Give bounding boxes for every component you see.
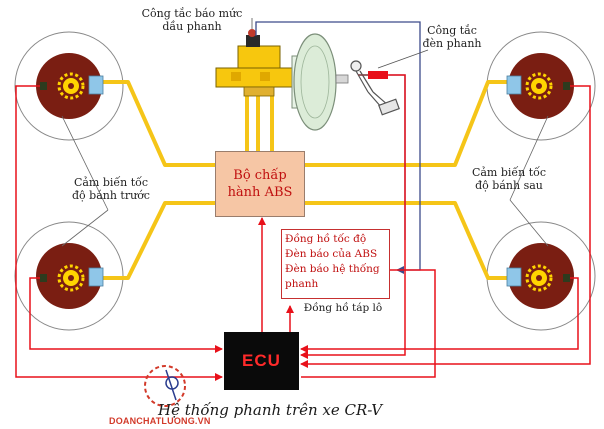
abs-actuator: Bộ chấp hành ABS [215,151,305,217]
front-sensor-line-1: Cảm biến tốc [73,176,149,189]
sensor-wires [15,74,591,381]
front-sensor-label: Cảm biến tốc độ bánh trước [70,176,152,202]
rear-sensor-line-1: Cảm biến tốc [471,166,547,179]
rear-sensor-line-2: độ bánh sau [475,179,543,192]
sensor-front-left [40,72,104,100]
sensor-front-right [40,264,104,292]
ecu-label: ECU [242,351,281,370]
master-cylinder [215,29,295,97]
hydraulic-lines [100,80,512,280]
watermark-logo [144,365,186,407]
brake-light-switch-line-1: Công tắc [427,24,477,37]
brake-light-switch [358,71,388,79]
abs-actuator-line-2: hành ABS [227,185,293,200]
brake-light-switch-label: Công tắc đèn phanh [420,24,484,50]
brake-light-switch-line-2: đèn phanh [422,37,482,50]
dashboard-item-brake-warning-cont: phanh [285,278,319,290]
sensor-leader-lines [61,115,549,247]
watermark-text: DOANCHATLUONG.VN [109,416,211,426]
reservoir-switch-label: Công tắc báo mức dầu phanh [138,7,246,33]
sensor-rear-right [506,72,570,100]
dashboard-item-abs-warning: Đèn báo của ABS [285,248,378,260]
brake-pedal [350,60,400,116]
ecu-box: ECU [224,332,299,390]
abs-actuator-line-1: Bộ chấp [233,168,287,183]
reservoir-switch-line-1: Công tắc báo mức [141,7,243,20]
dashboard-item-speedometer: Đồng hồ tốc độ [285,233,367,245]
dashboard-items-box: Đồng hồ tốc độ Đèn báo của ABS Đèn báo h… [281,229,390,299]
brake-switch-leader [377,49,429,69]
dashboard-item-brake-warning: Đèn báo hệ thống [285,263,380,275]
reservoir-switch-line-2: dầu phanh [162,20,222,33]
brake-booster [291,33,349,131]
sensor-rear-left [506,264,570,292]
front-sensor-line-2: độ bánh trước [72,189,150,202]
diagram-caption: Hệ thống phanh trên xe CR-V [158,401,383,419]
rear-sensor-label: Cảm biến tốc độ bánh sau [470,166,548,192]
dashboard-label: Đồng hồ táp lô [303,302,383,314]
